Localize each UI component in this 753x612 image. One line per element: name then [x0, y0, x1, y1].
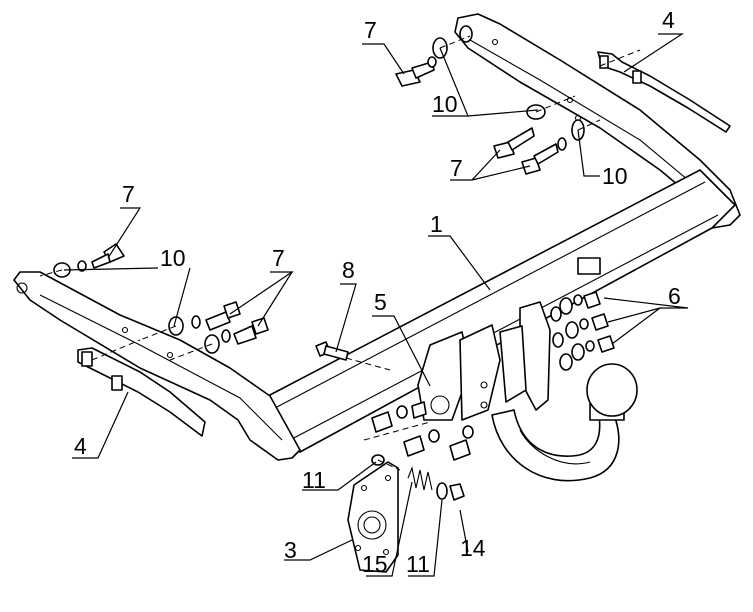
callout-7-left-middle: 7	[272, 245, 285, 271]
main-crossbar	[267, 169, 736, 453]
fasteners	[53, 25, 615, 466]
callout-15: 15	[362, 551, 388, 577]
callout-1-crossbar: 1	[430, 211, 443, 237]
callout-4-top-right: 4	[662, 7, 675, 33]
callout-5: 5	[374, 289, 387, 315]
callout-11-bottom: 11	[406, 551, 430, 577]
callout-10-right: 10	[602, 163, 628, 189]
right-side-plate	[597, 51, 731, 133]
callout-14: 14	[460, 535, 486, 561]
callout-4-bottom-left: 4	[74, 433, 87, 459]
left-side-bracket	[13, 271, 301, 461]
callout-11-left: 11	[302, 467, 326, 493]
callout-6: 6	[668, 283, 681, 309]
callout-7-top: 7	[364, 17, 377, 43]
callout-3: 3	[284, 537, 297, 563]
callout-labels: 7 4 10 7 10 7 1 10 7 8 6 5 4 11 3 15 11 …	[74, 7, 681, 577]
assembly-lines	[39, 35, 641, 471]
callout-10-top: 10	[432, 91, 458, 117]
leader-lines	[63, 33, 689, 577]
callout-7-right: 7	[450, 155, 463, 181]
spring-washer-nut	[407, 466, 465, 501]
callout-10-left: 10	[160, 245, 186, 271]
callout-8: 8	[342, 257, 355, 283]
callout-7-left-top: 7	[122, 181, 135, 207]
towball-mount	[417, 301, 551, 421]
tow-neck-and-ball	[491, 363, 638, 482]
socket-plate	[347, 461, 399, 573]
left-side-plate	[77, 347, 206, 437]
